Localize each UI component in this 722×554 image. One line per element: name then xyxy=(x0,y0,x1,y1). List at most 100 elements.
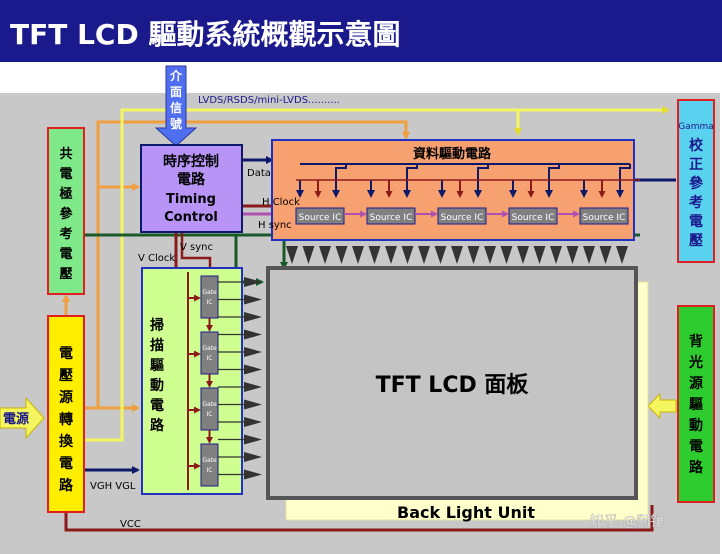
backlight-driver-char: 動 xyxy=(689,417,703,434)
gamma-correction-char: 電 xyxy=(689,213,703,230)
power-conversion-char: 壓 xyxy=(59,367,73,384)
scan-driver-char: 電 xyxy=(150,397,164,414)
gate-ic xyxy=(200,275,219,319)
source-ic xyxy=(579,207,629,225)
row-arrow xyxy=(244,347,262,357)
row-arrow xyxy=(244,294,262,305)
gate-ic-label: Gate xyxy=(202,289,217,296)
vgh-vgl-label: VGH VGL xyxy=(90,481,136,492)
column-arrow xyxy=(335,246,348,264)
interface-signal-char: 信 xyxy=(170,100,182,115)
power-conversion-char: 換 xyxy=(59,433,74,450)
scan-driver-char: 掃 xyxy=(150,317,164,334)
power-input-arrow xyxy=(0,396,45,440)
scan-driver-char: 動 xyxy=(150,377,164,394)
tft-lcd-panel xyxy=(266,266,638,500)
scan-driver-char: 路 xyxy=(150,417,165,434)
power-to-gamma-wire xyxy=(84,106,670,442)
column-arrow xyxy=(484,246,496,264)
backlight-driver-char: 驅 xyxy=(689,397,703,413)
source-ic-data-feed xyxy=(545,164,560,198)
column-arrow xyxy=(418,246,430,264)
gamma-correction-char: 考 xyxy=(689,194,703,211)
row-arrow xyxy=(244,452,262,462)
column-arrow xyxy=(550,246,562,264)
row-arrow xyxy=(244,277,262,287)
v-sync-label: V sync xyxy=(180,242,213,253)
gate-ic xyxy=(200,387,219,431)
watermark: 知乎 @阿锐 xyxy=(590,513,664,530)
scan-driver-box xyxy=(141,267,243,495)
column-arrow xyxy=(302,246,315,264)
source-ic-label: Source IC xyxy=(441,213,484,223)
column-arrow xyxy=(385,246,397,264)
column-arrow xyxy=(434,246,447,264)
column-arrows xyxy=(286,246,628,264)
row-arrow xyxy=(244,329,262,340)
gamma-correction-char: 校 xyxy=(689,137,704,154)
gate-ic xyxy=(200,331,219,375)
gate-ic-label: IC xyxy=(207,355,213,362)
common-electrode-char: 電 xyxy=(59,247,72,262)
source-ic xyxy=(295,207,345,225)
power-conversion-char: 轉 xyxy=(59,411,73,428)
panel-label: TFT LCD 面板 xyxy=(376,373,530,398)
source-ic xyxy=(366,207,416,225)
page-title: TFT LCD 驅動系統概觀示意圖 xyxy=(10,18,400,51)
source-ic-data-feed xyxy=(332,164,347,198)
column-arrow xyxy=(319,246,331,264)
row-arrow xyxy=(244,434,262,445)
lvds-label: LVDS/RSDS/mini-LVDS.......... xyxy=(198,95,340,106)
backlight-unit-label: Back Light Unit xyxy=(397,503,535,522)
title-bar xyxy=(0,0,722,62)
column-arrow xyxy=(599,246,612,264)
backlight-driver-box xyxy=(677,305,715,503)
timing-label-line4: Control xyxy=(164,210,218,225)
gamma-label: Gamma xyxy=(678,122,714,132)
row-arrow xyxy=(244,382,262,392)
gate-ic-label: IC xyxy=(207,299,213,306)
power-conversion-char: 路 xyxy=(59,477,74,494)
column-arrow xyxy=(500,246,513,264)
h-sync-label: H sync xyxy=(258,220,292,231)
gamma-correction-char: 參 xyxy=(689,175,704,192)
row-arrow xyxy=(244,417,262,427)
backlight-to-blu-arrow xyxy=(647,392,677,420)
timing-label-line1: 時序控制 xyxy=(163,153,219,170)
gamma-correction-char: 壓 xyxy=(689,232,703,249)
h-clock-label: H Clock xyxy=(262,197,300,208)
backlight-driver-char: 路 xyxy=(689,459,704,476)
power-conversion-char: 電 xyxy=(59,455,73,472)
title-divider xyxy=(0,62,722,68)
source-ic-data-feed xyxy=(474,164,489,198)
v-clock-label: V Clock xyxy=(138,253,175,264)
row-arrow xyxy=(244,312,262,322)
common-electrode-voltage-box xyxy=(47,127,85,295)
backlight-driver-char: 背 xyxy=(689,333,703,350)
backlight-driver-char: 光 xyxy=(688,354,703,371)
gate-ic xyxy=(200,443,219,487)
scan-driver-char: 描 xyxy=(150,337,164,354)
gate-ic-label: Gate xyxy=(202,457,217,464)
timing-label-line3: Timing xyxy=(166,192,216,207)
data-driver-label: 資料驅動電路 xyxy=(413,146,492,162)
column-arrow xyxy=(352,246,364,264)
scan-driver-char: 驅 xyxy=(150,358,164,374)
source-ic-label: Source IC xyxy=(512,213,555,223)
column-arrow xyxy=(286,246,298,264)
source-ic xyxy=(508,207,558,225)
gamma-correction-char: 正 xyxy=(689,157,703,173)
backlight-driver-char: 源 xyxy=(689,375,703,392)
common-electrode-char: 極 xyxy=(58,186,72,202)
column-arrow xyxy=(467,246,480,264)
source-ic-data-feed xyxy=(403,164,418,198)
backlight-driver-char: 電 xyxy=(689,438,703,455)
vcc-label: VCC xyxy=(120,519,141,530)
